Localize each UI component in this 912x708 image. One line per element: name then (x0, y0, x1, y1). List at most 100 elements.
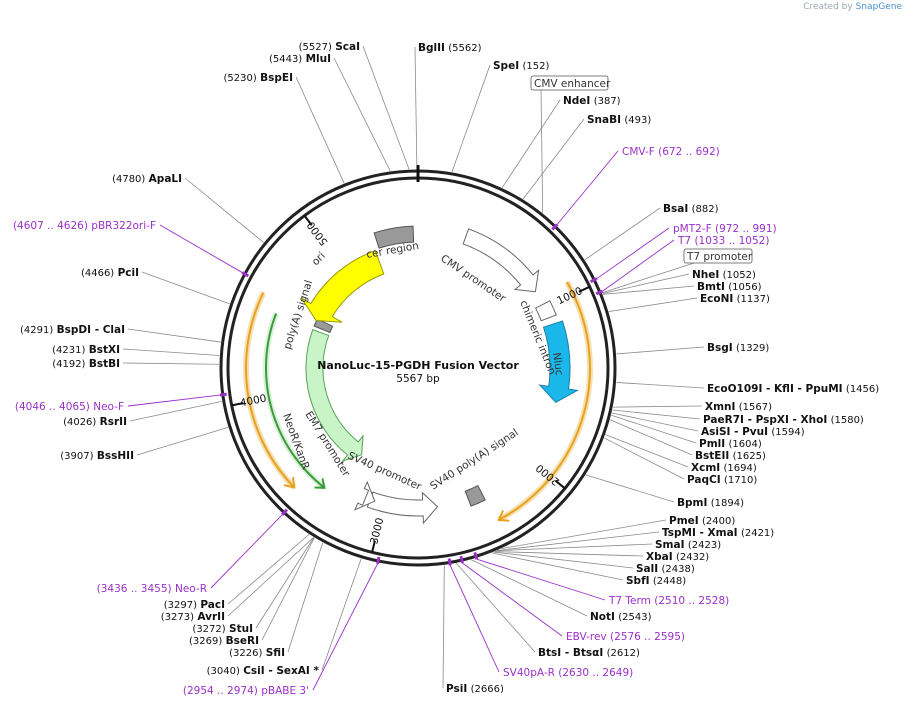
primer-name: T7 Term (608, 595, 651, 607)
feature-em7-promoter (353, 480, 376, 511)
site-leader-line (493, 551, 634, 569)
site-position: (2438) (662, 564, 695, 575)
site-position: (5443) (269, 54, 302, 65)
site-position: (387) (594, 96, 621, 107)
site-position: (2432) (676, 552, 709, 563)
restriction-site-paqci: PaqCI (1710) (687, 474, 757, 486)
restriction-site-bstbi: (4192) BstBI (52, 358, 120, 370)
primer-sv40pa-r: SV40pA-R (2630 .. 2649) (503, 667, 633, 679)
restriction-site-sali: SalI (2438) (636, 563, 695, 575)
primer-pbabe-3: (2954 .. 2974) pBABE 3' (183, 685, 309, 697)
tick-label: 3000 (368, 517, 386, 546)
site-leader-line (611, 414, 697, 444)
site-leader-line (362, 45, 410, 170)
restriction-site-tspmi-xmai: TspMI - XmaI (2421) (662, 527, 774, 539)
site-leader-line (608, 297, 698, 312)
restriction-site-apali: (4780) ApaLI (112, 173, 182, 185)
primer-leader-line (449, 565, 500, 673)
site-leader-line (496, 543, 653, 552)
site-enzyme-name: AsiSI - PvuI (701, 426, 768, 438)
site-leader-line (122, 362, 220, 365)
restriction-site-sfii: (3226) SfiI (229, 647, 285, 659)
site-enzyme-name: PciI (118, 267, 139, 279)
site-enzyme-name: BtsI - BtsαI (538, 647, 603, 659)
restriction-site-scai: (5527) ScaI (299, 41, 360, 53)
primer-leader-line (462, 562, 563, 637)
site-leader-line (129, 400, 222, 422)
site-enzyme-name: XmnI (705, 401, 735, 413)
restriction-site-paci: (3297) PacI (164, 599, 225, 611)
site-position: (4026) (63, 417, 96, 428)
tick-mark (231, 401, 244, 407)
restriction-site-bglii: BglII (5562) (418, 42, 482, 54)
site-position: (1052) (723, 270, 756, 281)
site-position: (3273) (161, 612, 194, 623)
site-enzyme-name: BglII (418, 42, 445, 54)
site-position: (3297) (164, 600, 197, 611)
site-position: (4291) (20, 325, 53, 336)
primer-mark (595, 289, 604, 296)
site-position: (3226) (229, 648, 262, 659)
primer-mark (219, 392, 227, 397)
primer-leader-line (159, 224, 243, 273)
restriction-site-asisi-pvui: AsiSI - PvuI (1594) (701, 426, 805, 438)
primer-ebv-rev: EBV-rev (2576 .. 2595) (566, 631, 685, 643)
site-position: (1580) (831, 415, 864, 426)
tick-label: 4000 (239, 393, 268, 410)
primer-range: (4046 .. 4065) (15, 401, 90, 413)
restriction-site-stui: (3272) StuI (192, 623, 253, 635)
site-leader-line (585, 474, 675, 503)
site-position: (493) (624, 115, 651, 126)
site-leader-line (451, 64, 491, 173)
snapgene-logo-text: SnapGene (855, 2, 902, 12)
restriction-site-pmli: PmlI (1604) (699, 438, 762, 450)
orf-arc (498, 281, 591, 521)
site-enzyme-name: RsrII (100, 416, 127, 428)
restriction-site-bsshii: (3907) BssHII (60, 450, 134, 462)
site-leader-line (584, 207, 661, 261)
primer-leader-line (602, 239, 675, 292)
restriction-site-psii: PsiI (2666) (446, 683, 504, 695)
boxed-label-frame (683, 248, 753, 264)
restriction-site-mlui: (5443) MluI (269, 53, 331, 65)
primer-name: T7 (677, 235, 691, 247)
restriction-site-bstxi: (4231) BstXI (52, 344, 120, 356)
site-position: (4780) (112, 174, 145, 185)
restriction-site-pcii: (4466) PciI (81, 267, 139, 279)
site-enzyme-name: ScaI (335, 41, 360, 53)
plasmid-name: NanoLuc-15-PGDH Fusion Vector (317, 359, 519, 372)
site-leader-line (604, 437, 685, 480)
primer-range: (4607 .. 4626) (13, 220, 88, 232)
site-leader-line (184, 177, 264, 243)
site-leader-line (616, 346, 705, 355)
tick-mark (555, 480, 566, 490)
site-position: (3272) (192, 624, 225, 635)
site-position: (2666) (471, 684, 504, 695)
site-leader-line (442, 565, 445, 689)
site-enzyme-name: ApaLI (149, 173, 182, 185)
site-leader-line (612, 409, 701, 420)
site-leader-line (321, 558, 362, 671)
restriction-site-nhei: NheI (1052) (692, 269, 756, 281)
restriction-site-noti: NotI (2543) (590, 611, 652, 623)
feature-label-nluc: Nluc (550, 352, 565, 377)
site-position: (1567) (739, 402, 772, 413)
site-position: (3269) (189, 636, 222, 647)
site-enzyme-name: SfiI (266, 647, 285, 659)
site-enzyme-name: NdeI (563, 95, 590, 107)
restriction-site-pmei: PmeI (2400) (669, 515, 735, 527)
primer-range: (1033 .. 1052) (694, 235, 769, 247)
primer-leader-line (127, 394, 220, 407)
site-leader-line (287, 542, 324, 653)
feature-label-t7-promoter: T7 promoter (686, 251, 753, 263)
restriction-site-smai: SmaI (2423) (655, 539, 721, 551)
tick-mark (371, 540, 376, 553)
site-position: (4466) (81, 268, 114, 279)
site-position: (2448) (653, 576, 686, 587)
feature-cer-region (373, 225, 415, 249)
restriction-site-bmti: BmtI (1056) (697, 281, 762, 293)
site-position: (152) (522, 61, 549, 72)
site-enzyme-name: PsiI (446, 683, 467, 695)
site-enzyme-name: NheI (692, 269, 719, 281)
